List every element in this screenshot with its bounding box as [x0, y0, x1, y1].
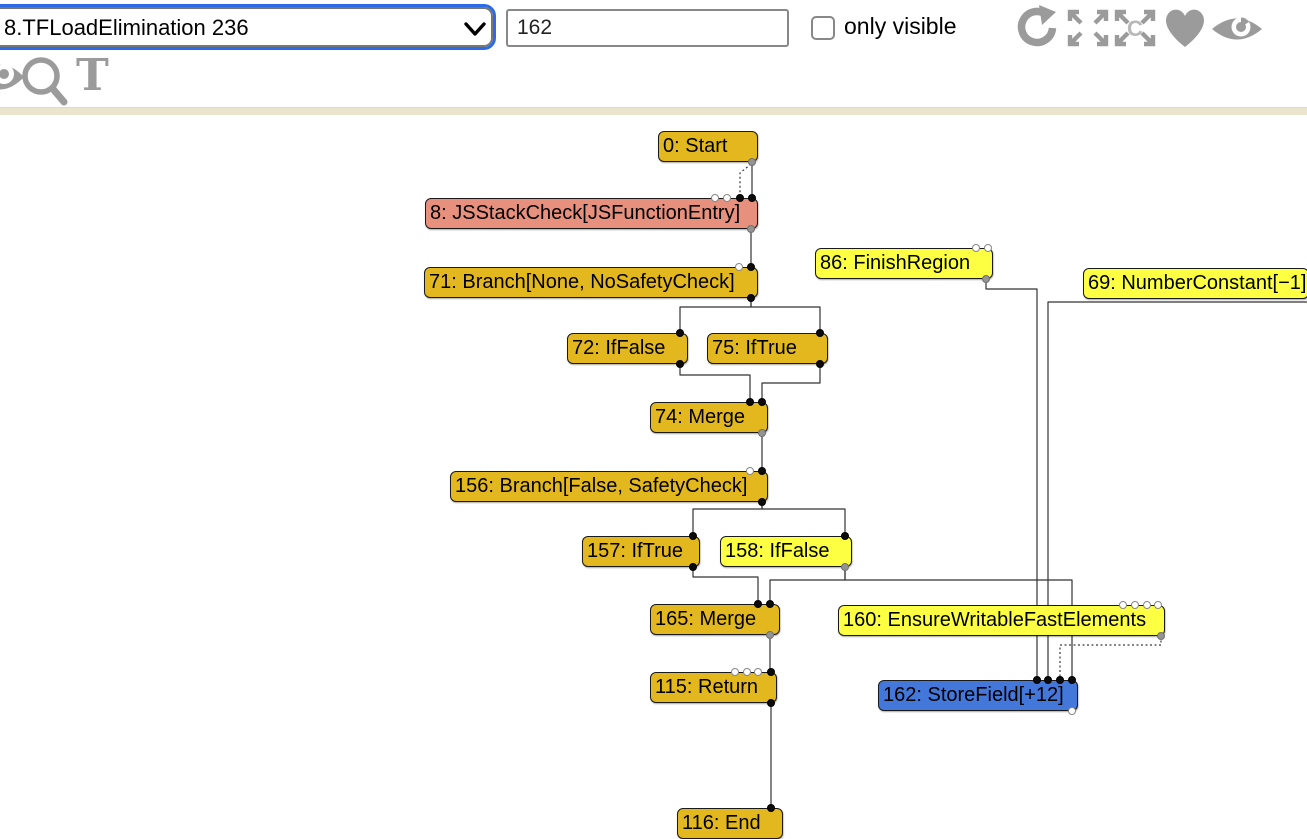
input-bubble[interactable]: [754, 600, 762, 608]
output-bubble[interactable]: [758, 429, 766, 437]
graph-node-115[interactable]: 115: Return: [650, 672, 777, 703]
output-bubble[interactable]: [1157, 632, 1165, 640]
graph-node-116[interactable]: 116: End: [677, 808, 783, 839]
node-search-input[interactable]: [506, 9, 789, 47]
output-bubble[interactable]: [676, 360, 684, 368]
toolbar: 8.TFLoadElimination 236 only visible: [0, 0, 1307, 107]
input-bubble[interactable]: [1131, 601, 1139, 609]
graph-node-71[interactable]: 71: Branch[None, NoSafetyCheck]: [424, 267, 758, 298]
graph-node-74[interactable]: 74: Merge: [650, 402, 768, 433]
output-bubble[interactable]: [748, 158, 756, 166]
graph-node-75[interactable]: 75: IfTrue: [707, 333, 828, 364]
input-bubble[interactable]: [711, 194, 719, 202]
output-bubble[interactable]: [766, 631, 774, 639]
input-bubble[interactable]: [1056, 676, 1064, 684]
text-labels-icon[interactable]: T: [76, 50, 109, 101]
input-bubble[interactable]: [972, 244, 980, 252]
zoom-selection-icon[interactable]: C: [1112, 8, 1158, 48]
graph-node-86[interactable]: 86: FinishRegion: [815, 248, 993, 279]
input-bubble[interactable]: [1154, 601, 1162, 609]
input-bubble[interactable]: [1143, 601, 1151, 609]
relayout-icon[interactable]: [1013, 3, 1061, 51]
svg-text:C: C: [1127, 16, 1143, 41]
input-bubble[interactable]: [758, 398, 766, 406]
graph-node-157[interactable]: 157: IfTrue: [582, 536, 700, 567]
graph-node-158[interactable]: 158: IfFalse: [720, 536, 852, 567]
expand-all-icon[interactable]: [1066, 8, 1110, 48]
input-bubble[interactable]: [731, 668, 739, 676]
input-bubble[interactable]: [758, 467, 766, 475]
output-bubble[interactable]: [758, 498, 766, 506]
pane-resizer[interactable]: [0, 107, 1307, 115]
output-bubble[interactable]: [747, 225, 755, 233]
partial-eye-icon[interactable]: [0, 56, 26, 98]
input-bubble[interactable]: [723, 194, 731, 202]
phase-select[interactable]: 8.TFLoadElimination 236: [0, 4, 496, 50]
output-bubble[interactable]: [982, 275, 990, 283]
input-bubble[interactable]: [841, 532, 849, 540]
search-icon[interactable]: [20, 54, 70, 106]
input-bubble[interactable]: [747, 263, 755, 271]
toggle-hide-dead-icon[interactable]: [1162, 5, 1208, 49]
input-bubble[interactable]: [816, 329, 824, 337]
graph-node-72[interactable]: 72: IfFalse: [567, 333, 688, 364]
output-bubble[interactable]: [767, 699, 775, 707]
input-bubble[interactable]: [766, 600, 774, 608]
input-bubble[interactable]: [689, 532, 697, 540]
output-bubble[interactable]: [689, 563, 697, 571]
graph-node-165[interactable]: 165: Merge: [650, 604, 780, 635]
output-bubble[interactable]: [1068, 707, 1076, 715]
graph-node-156[interactable]: 156: Branch[False, SafetyCheck]: [450, 471, 768, 502]
toggle-types-icon[interactable]: [1210, 14, 1264, 44]
input-bubble[interactable]: [1119, 601, 1127, 609]
output-bubble[interactable]: [747, 294, 755, 302]
graph-node-8[interactable]: 8: JSStackCheck[JSFunctionEntry]: [425, 198, 758, 229]
input-bubble[interactable]: [746, 398, 754, 406]
graph-node-162[interactable]: 162: StoreField[+12]: [878, 680, 1078, 711]
input-bubble[interactable]: [746, 467, 754, 475]
input-bubble[interactable]: [743, 668, 751, 676]
graph-node-0[interactable]: 0: Start: [658, 131, 758, 162]
input-bubble[interactable]: [767, 804, 775, 812]
input-bubble[interactable]: [676, 329, 684, 337]
input-bubble[interactable]: [736, 194, 744, 202]
input-bubble[interactable]: [1033, 676, 1041, 684]
output-bubble[interactable]: [816, 360, 824, 368]
only-visible-label: only visible: [844, 13, 957, 39]
graph-node-69[interactable]: 69: NumberConstant[−1]: [1083, 268, 1307, 299]
graph-node-160[interactable]: 160: EnsureWritableFastElements: [838, 605, 1165, 636]
input-bubble[interactable]: [1044, 676, 1052, 684]
only-visible-checkbox[interactable]: [811, 16, 835, 40]
input-bubble[interactable]: [754, 668, 762, 676]
input-bubble[interactable]: [735, 263, 743, 271]
input-bubble[interactable]: [984, 244, 992, 252]
input-bubble[interactable]: [767, 668, 775, 676]
input-bubble[interactable]: [1068, 676, 1076, 684]
output-bubble[interactable]: [841, 563, 849, 571]
input-bubble[interactable]: [748, 194, 756, 202]
